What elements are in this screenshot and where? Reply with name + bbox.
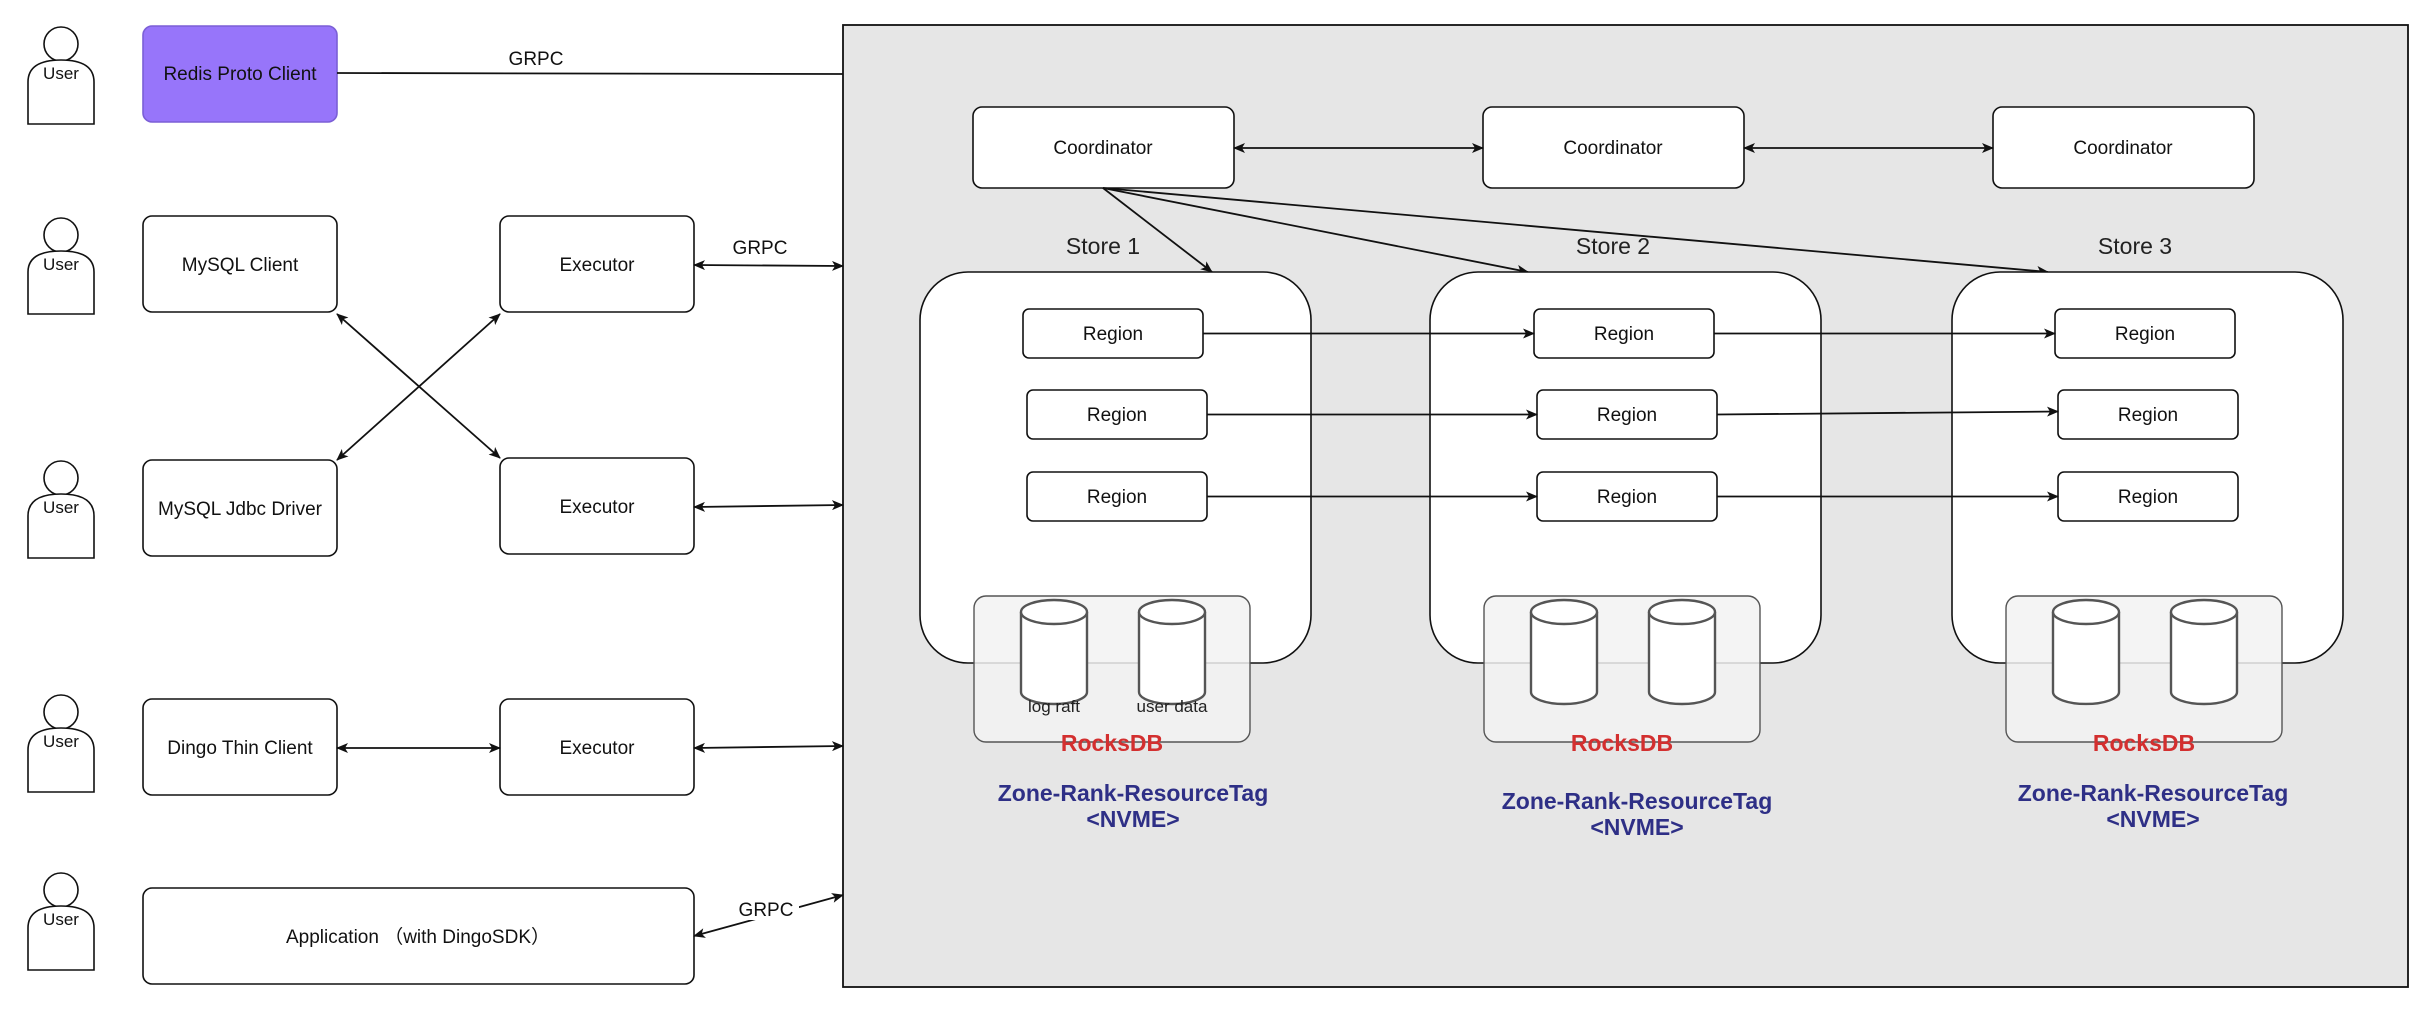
executor-1-grpc-arrow xyxy=(693,260,844,271)
coordinator-to-store-1-arrow xyxy=(1102,187,1213,273)
zone-tag-2-line1: Zone-Rank-ResourceTag xyxy=(1502,788,1773,814)
mysql-jdbc-driver-box: MySQL Jdbc Driver xyxy=(142,459,338,557)
region-box-store-2-3: Region xyxy=(1536,471,1718,522)
grpc-label: GRPC xyxy=(733,238,788,259)
store-3-title: Store 3 xyxy=(2098,233,2172,259)
region-label: Region xyxy=(1597,405,1657,426)
redis-grpc-line xyxy=(336,72,844,75)
database-cylinder-icon xyxy=(1529,598,1599,706)
region-box-store-3-2: Region xyxy=(2057,389,2239,440)
user-figure-4: User xyxy=(27,694,95,793)
zone-tag-3-line1: Zone-Rank-ResourceTag xyxy=(2018,780,2289,806)
coordinator-to-store-3-arrow xyxy=(1102,187,2049,277)
region-label: Region xyxy=(1597,487,1657,508)
coordinator-label: Coordinator xyxy=(1563,138,1663,159)
rocksdb-panel-2 xyxy=(1483,595,1761,743)
jdbc-to-executor-1-arrow xyxy=(336,313,501,461)
database-cylinder-icon xyxy=(2169,598,2239,706)
region-label: Region xyxy=(2118,405,2178,426)
mysql-client-label: MySQL Client xyxy=(182,255,299,276)
executor-label: Executor xyxy=(560,497,636,518)
user-figure-1: User xyxy=(27,26,95,125)
zone-tag-1-line2: <NVME> xyxy=(1086,806,1179,832)
database-cylinder-icon xyxy=(1137,598,1207,706)
application-label: Application （with DingoSDK） xyxy=(286,926,550,948)
rocksdb-panel-3 xyxy=(2005,595,2283,743)
coordinator-box-3: Coordinator xyxy=(1992,106,2255,189)
user-figure-5: User xyxy=(27,872,95,971)
region-box-store-2-2: Region xyxy=(1536,389,1718,440)
mysql-jdbc-driver-label: MySQL Jdbc Driver xyxy=(158,499,323,520)
region-box-store-3-1: Region xyxy=(2054,308,2236,359)
region-box-store-3-3: Region xyxy=(2057,471,2239,522)
dingo-thin-client-box: Dingo Thin Client xyxy=(142,698,338,796)
database-cylinder-icon xyxy=(2051,598,2121,706)
region-label: Region xyxy=(1087,405,1147,426)
user-label: User xyxy=(43,255,79,274)
grpc-label: GRPC xyxy=(509,49,564,70)
region-label: Region xyxy=(1083,324,1143,345)
coordinator-box-1: Coordinator xyxy=(972,106,1235,189)
database-cylinder-icon xyxy=(1647,598,1717,706)
zone-tag-2-line2: <NVME> xyxy=(1590,814,1683,840)
user-label: User xyxy=(43,498,79,517)
executor-label: Executor xyxy=(560,255,636,276)
user-label: User xyxy=(43,910,79,929)
user-label: User xyxy=(43,732,79,751)
executor-box-1: Executor xyxy=(499,215,695,313)
coordinator-label: Coordinator xyxy=(2073,138,2173,159)
zone-tag-3-line2: <NVME> xyxy=(2106,806,2199,832)
grpc-label: GRPC xyxy=(739,900,794,921)
region-label: Region xyxy=(1087,487,1147,508)
region-box-store-1-2: Region xyxy=(1026,389,1208,440)
store-1-title: Store 1 xyxy=(1066,233,1140,259)
user-figure-2: User xyxy=(27,217,95,315)
cylinder-label-user-data: user data xyxy=(1137,697,1208,716)
executor-3-cluster-arrow xyxy=(693,741,844,753)
zone-tag-1-line1: Zone-Rank-ResourceTag xyxy=(998,780,1269,806)
store-2-title: Store 2 xyxy=(1576,233,1650,259)
database-cylinder-icon xyxy=(1019,598,1089,706)
grpc-label-bg xyxy=(735,898,799,920)
coordinator-box-2: Coordinator xyxy=(1482,106,1745,189)
cylinder-label-log-raft: log raft xyxy=(1028,697,1080,716)
rocksdb-label-3: RocksDB xyxy=(2093,730,2195,756)
region-label: Region xyxy=(2115,324,2175,345)
user-label: User xyxy=(43,64,79,83)
region-box-store-1-1: Region xyxy=(1022,308,1204,359)
executor-label: Executor xyxy=(560,738,636,759)
executor-2-cluster-arrow xyxy=(693,500,844,512)
redis-proto-client-label: Redis Proto Client xyxy=(163,64,317,85)
dingo-thin-client-label: Dingo Thin Client xyxy=(167,738,313,759)
mysql-client-box: MySQL Client xyxy=(142,215,338,313)
redis-proto-client-box: Redis Proto Client xyxy=(142,25,338,123)
region-box-store-1-3: Region xyxy=(1026,471,1208,522)
region-box-store-2-1: Region xyxy=(1533,308,1715,359)
executor-box-3: Executor xyxy=(499,698,695,796)
rocksdb-label-2: RocksDB xyxy=(1571,730,1673,756)
coordinator-label: Coordinator xyxy=(1053,138,1153,159)
rocksdb-panel-1 xyxy=(973,595,1251,743)
application-box: Application （with DingoSDK） xyxy=(142,887,695,985)
region-label: Region xyxy=(1594,324,1654,345)
rocksdb-label-1: RocksDB xyxy=(1061,730,1163,756)
region-label: Region xyxy=(2118,487,2178,508)
region-replication-arrow xyxy=(1716,406,2059,417)
executor-box-2: Executor xyxy=(499,457,695,555)
coordinator-to-store-2-arrow xyxy=(1102,187,1529,275)
user-figure-3: User xyxy=(27,460,95,559)
